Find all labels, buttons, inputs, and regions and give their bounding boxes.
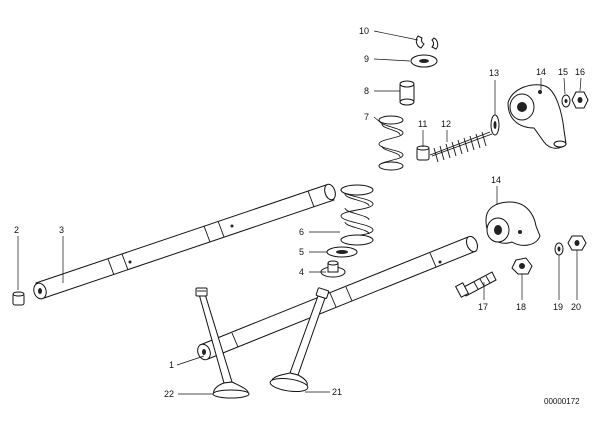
lock-nut (511, 257, 533, 275)
callout-21: 21 (332, 387, 342, 397)
callout-11: 11 (418, 119, 427, 129)
callout-5: 5 (299, 247, 304, 257)
callout-20: 20 (571, 302, 581, 312)
shaft-spring (429, 131, 493, 163)
callout-16: 16 (575, 67, 585, 77)
callout-13: 13 (489, 68, 499, 78)
valve-spring-outer (340, 184, 374, 246)
callout-7: 7 (364, 112, 369, 122)
callout-14-upper: 14 (536, 67, 546, 77)
circlip-upper (561, 94, 571, 108)
callout-10: 10 (359, 26, 369, 36)
valve-intake (195, 287, 250, 399)
callout-6: 6 (299, 227, 304, 237)
cap-nut (567, 235, 587, 251)
callout-18: 18 (516, 302, 526, 312)
leader-lines (17, 30, 582, 395)
callout-1: 1 (169, 360, 174, 370)
spring-retainer (399, 80, 415, 106)
end-plug (12, 291, 25, 306)
callout-4: 4 (299, 267, 304, 277)
callout-17: 17 (478, 302, 488, 312)
valve-stem-seal (320, 260, 346, 278)
rocker-shaft-upper (33, 183, 336, 300)
figure-code: 00000172 (544, 397, 580, 406)
callout-15: 15 (558, 67, 568, 77)
callout-14-lower: 14 (491, 175, 501, 185)
callout-12: 12 (441, 119, 451, 129)
callout-8: 8 (364, 86, 369, 96)
rocker-arm-upper (507, 84, 567, 149)
valve-keepers (415, 35, 439, 50)
callout-labels: 1 2 3 4 5 6 7 8 9 10 11 12 13 14 14 15 1… (14, 26, 585, 399)
callout-2: 2 (14, 225, 19, 235)
callout-19: 19 (553, 302, 563, 312)
valve-spring-inner (378, 115, 404, 171)
nut-upper (571, 91, 589, 109)
adjusting-screw (454, 271, 497, 298)
rocker-arm-lower (485, 201, 541, 246)
guide-bushing (416, 145, 430, 161)
rocker-shaft-lower (197, 235, 479, 361)
washer (554, 242, 564, 256)
callout-9: 9 (364, 54, 369, 64)
thrust-washer (490, 114, 500, 136)
valve-exhaust (269, 287, 330, 393)
callout-3: 3 (59, 225, 64, 235)
callout-22: 22 (164, 389, 174, 399)
spring-seat (326, 246, 358, 258)
valve-cap (410, 54, 438, 68)
